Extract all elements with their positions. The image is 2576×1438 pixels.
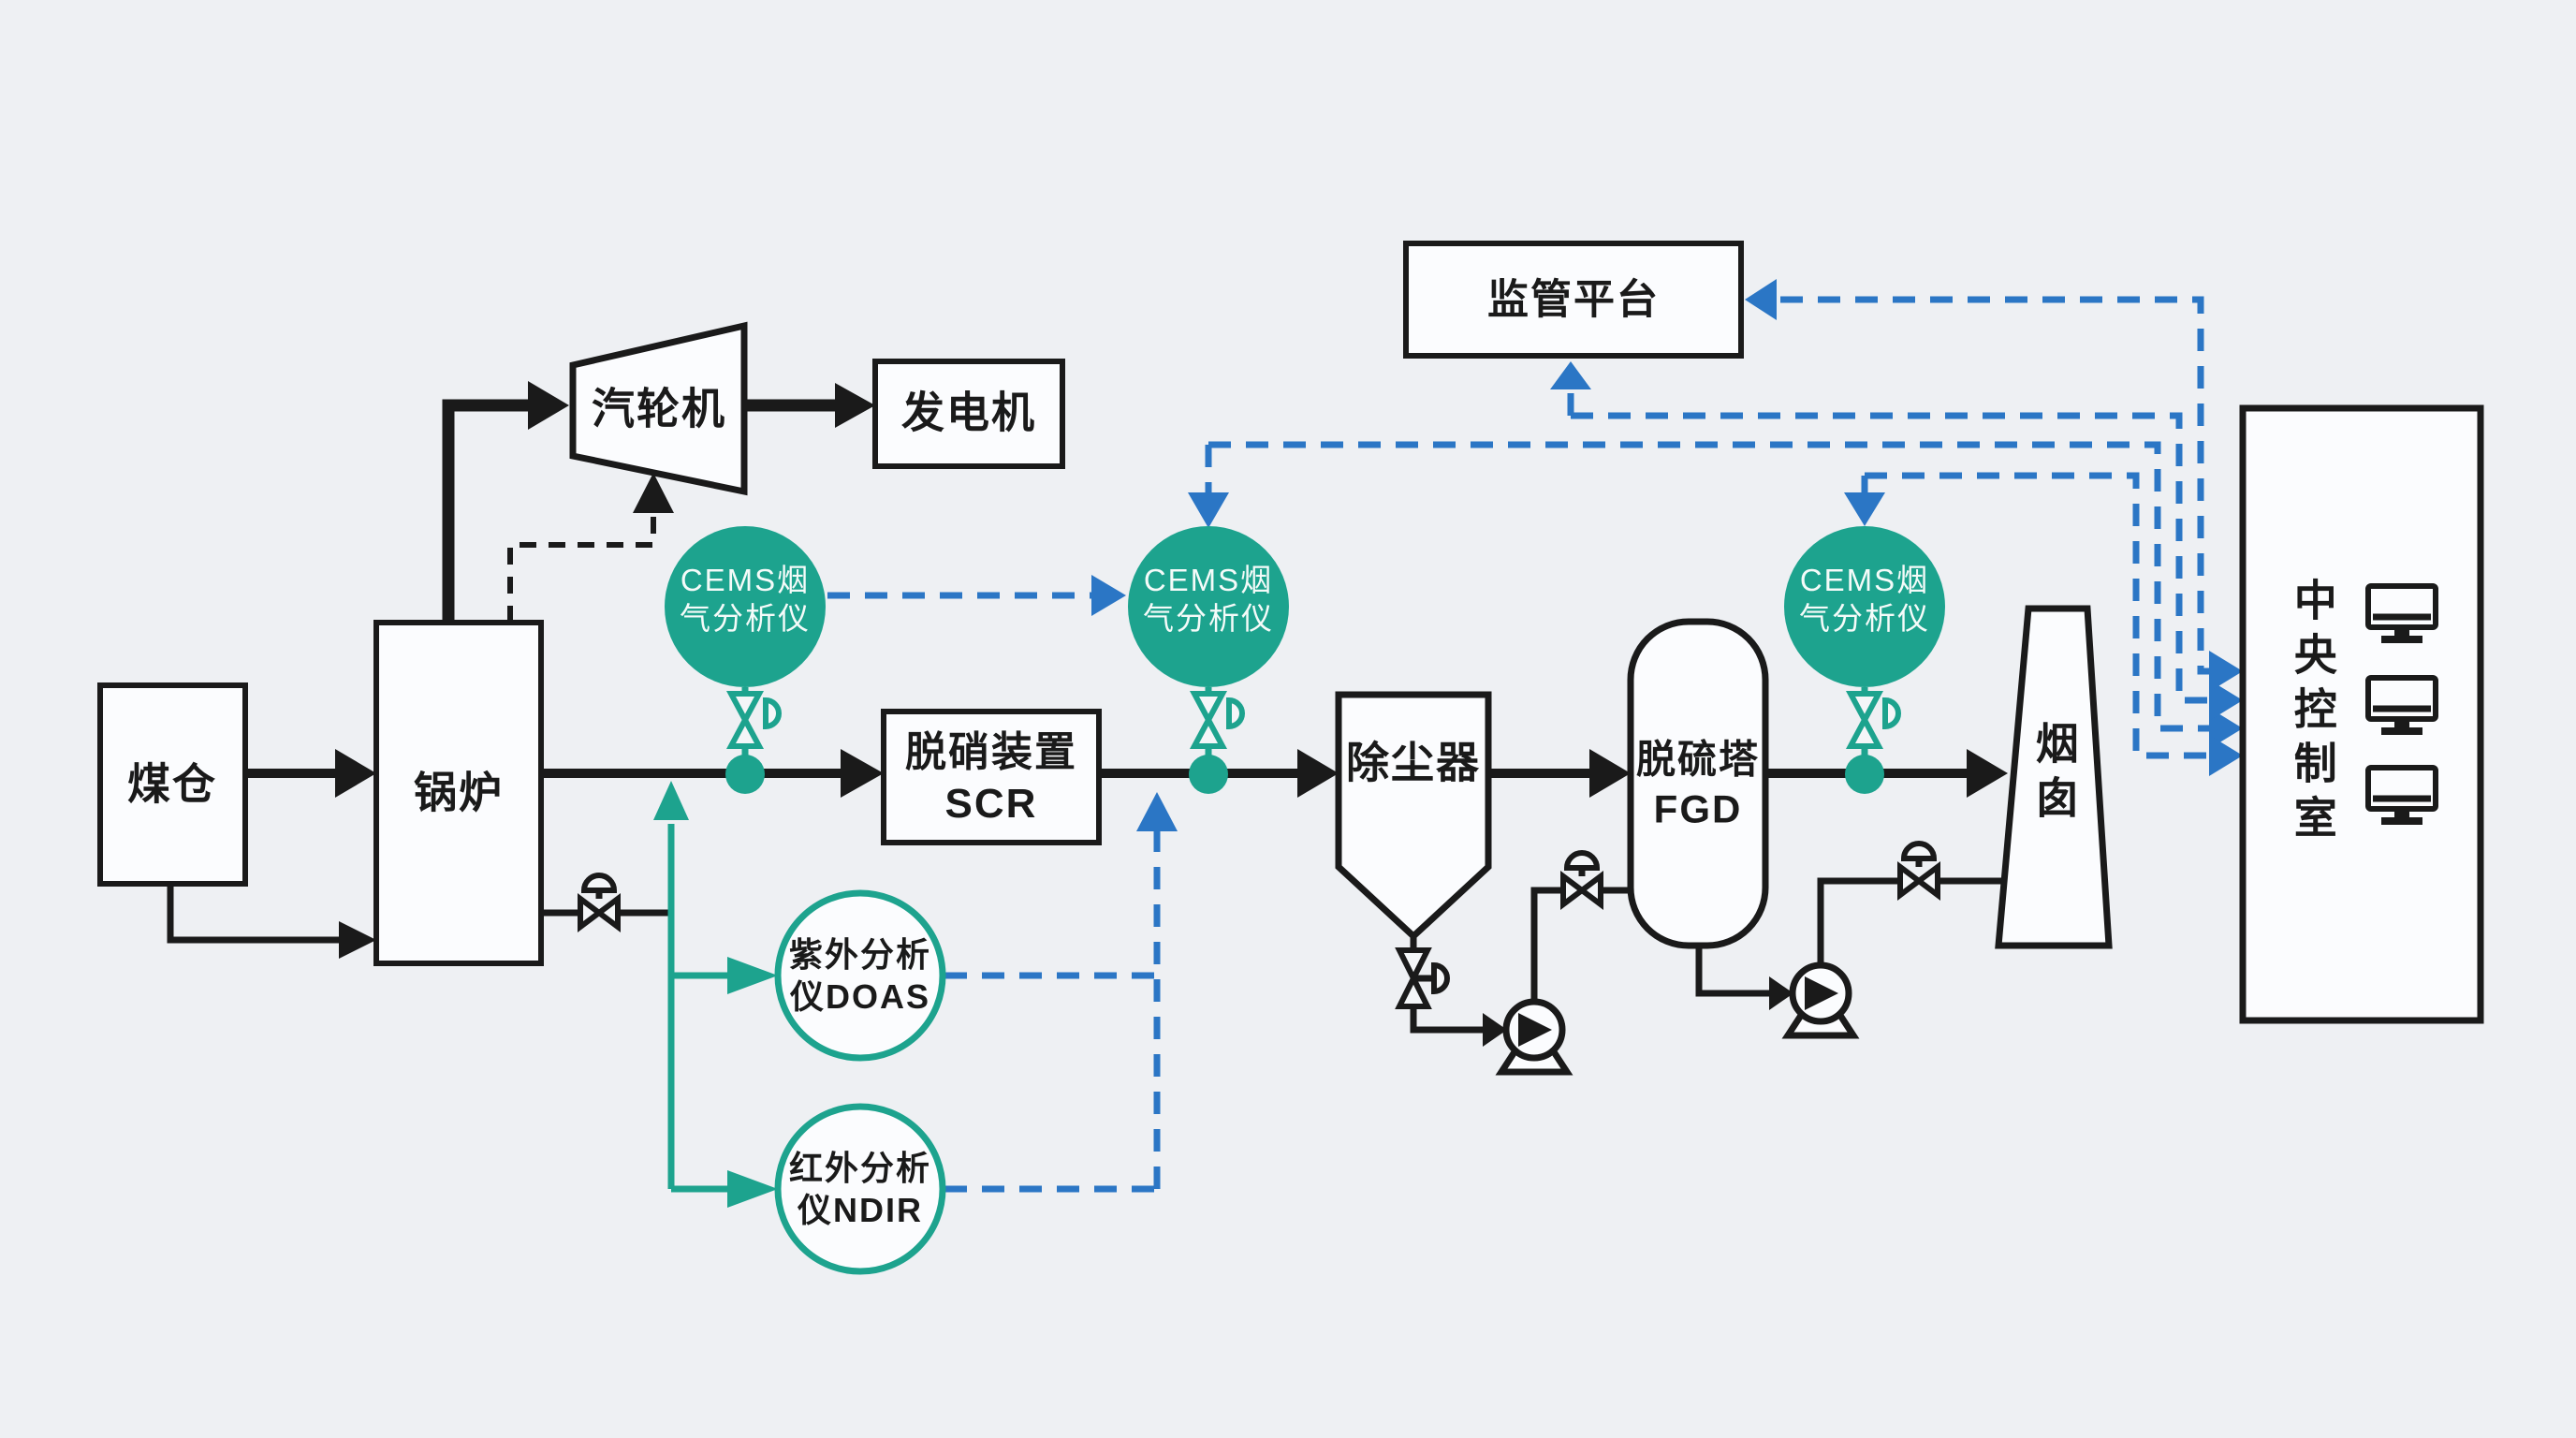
cems-label-line2: 气分析仪 — [1143, 601, 1274, 636]
arrow-right-icon — [727, 1170, 778, 1208]
central-control-room-label: 中央控制室 — [2288, 578, 2337, 849]
scr-label-line2: SCR — [944, 781, 1038, 827]
cems-analyzer-1 — [665, 526, 826, 794]
arrow-down-icon — [1844, 492, 1885, 526]
cems-label-line2: 气分析仪 — [680, 601, 811, 636]
arrow-right-icon — [2209, 735, 2243, 776]
coal-bunker-box — [97, 682, 248, 887]
doas-analyzer-label: 紫外分析 仪DOAS — [789, 933, 931, 1018]
arrow-right-icon — [1967, 749, 2008, 798]
dust-drain-valve-icon — [1395, 947, 1450, 1009]
ndir-label-line2: 仪NDIR — [797, 1191, 923, 1229]
arrow-right-icon — [1589, 749, 1631, 798]
steam-turbine-shape — [569, 321, 748, 496]
cems-analyzer-2 — [1128, 526, 1289, 794]
doas-analyzer-circle — [774, 889, 946, 1062]
cems-analyzer-label: CEMS烟 气分析仪 — [680, 561, 811, 638]
cems-label-line1: CEMS烟 — [1143, 562, 1274, 597]
cems-analyzer-label: CEMS烟 气分析仪 — [1143, 561, 1274, 638]
arrow-up-icon — [653, 781, 689, 820]
boiler-box — [373, 620, 544, 966]
cems-analyzer-circle — [1128, 526, 1289, 687]
arrow-right-icon — [2209, 651, 2243, 692]
arrow-up-icon — [1550, 361, 1591, 389]
cems-analyzer-label: CEMS烟 气分析仪 — [1799, 561, 1930, 638]
scr-label: 脱硝装置 SCR — [905, 726, 1077, 829]
cems-label-line1: CEMS烟 — [680, 562, 811, 597]
arrow-right-icon — [1297, 749, 1339, 798]
slurry-pump-icon — [1495, 998, 1573, 1076]
ndir-analyzer-circle — [774, 1103, 946, 1275]
fgd-label-line1: 脱硫塔 — [1635, 737, 1761, 782]
boiler-label: 锅炉 — [414, 768, 504, 817]
cems-label-line2: 气分析仪 — [1799, 601, 1930, 636]
doas-label-line2: 仪DOAS — [789, 977, 931, 1016]
arrow-right-icon — [1769, 976, 1793, 1010]
drain-and-pump-lines — [1410, 877, 2005, 1047]
arrow-right-icon — [1805, 976, 1838, 1010]
cems-label-line1: CEMS烟 — [1799, 562, 1930, 597]
ndir-analyzer-label: 红外分析 仪NDIR — [789, 1147, 931, 1231]
sampling-point — [1845, 755, 1884, 794]
ndir-label-line1: 红外分析 — [788, 1149, 932, 1187]
scr-box — [881, 709, 1102, 845]
cems-analyzer-3 — [1784, 526, 1945, 794]
cems-analyzer-circle — [665, 526, 826, 687]
arrow-right-icon — [335, 749, 376, 798]
dust-collector-shape — [1335, 691, 1492, 941]
generator-label: 发电机 — [901, 388, 1036, 437]
signal-lines-blue — [827, 279, 2243, 1193]
arrow-right-icon — [2209, 680, 2243, 721]
fgd-inlet-valve-icon — [1560, 850, 1603, 910]
dust-collector-label: 除尘器 — [1346, 738, 1481, 787]
coal-bunker-label: 煤仓 — [127, 759, 217, 809]
arrow-right-icon — [835, 383, 875, 428]
arrow-down-icon — [1188, 492, 1229, 528]
arrow-right-icon — [841, 749, 884, 798]
stack-label: 烟囱 — [2029, 721, 2079, 829]
supervision-platform-box — [1403, 241, 1744, 359]
arrow-right-icon — [2209, 708, 2243, 749]
sampling-point — [1189, 755, 1228, 794]
stack-shape — [1995, 605, 2113, 949]
scr-label-line1: 脱硝装置 — [905, 729, 1077, 775]
supervision-platform-label: 监管平台 — [1487, 276, 1660, 323]
generator-box — [872, 359, 1065, 469]
steam-turbine-label: 汽轮机 — [592, 384, 726, 433]
arrow-up-icon — [633, 473, 674, 513]
monitor-icon — [2365, 583, 2438, 643]
arrow-right-icon — [727, 957, 778, 994]
recirculation-pump-icon — [1781, 961, 1860, 1039]
arrow-right-icon — [528, 381, 569, 430]
sampling-point — [725, 755, 765, 794]
fgd-label: 脱硫塔 FGD — [1636, 736, 1760, 834]
stack-inlet-valve-icon — [1897, 841, 1940, 901]
arrow-up-icon — [1136, 792, 1178, 831]
boiler-drain-valve-icon — [578, 873, 621, 932]
arrow-right-icon — [1518, 1013, 1552, 1047]
arrow-right-icon — [1483, 1013, 1507, 1047]
boiler-turbine-dashed-line — [507, 473, 674, 623]
arrow-right-icon — [339, 921, 376, 959]
fgd-label-line2: FGD — [1653, 786, 1743, 830]
central-control-room-box — [2239, 404, 2484, 1024]
fgd-tower-shape — [1627, 618, 1769, 949]
sampling-lines-green — [653, 781, 778, 1208]
monitor-icon — [2365, 765, 2438, 825]
doas-label-line1: 紫外分析 — [788, 935, 932, 974]
arrow-left-icon — [1745, 279, 1777, 320]
arrow-right-icon — [1091, 575, 1126, 616]
cems-analyzer-circle — [1784, 526, 1945, 687]
monitor-icon — [2365, 675, 2438, 735]
